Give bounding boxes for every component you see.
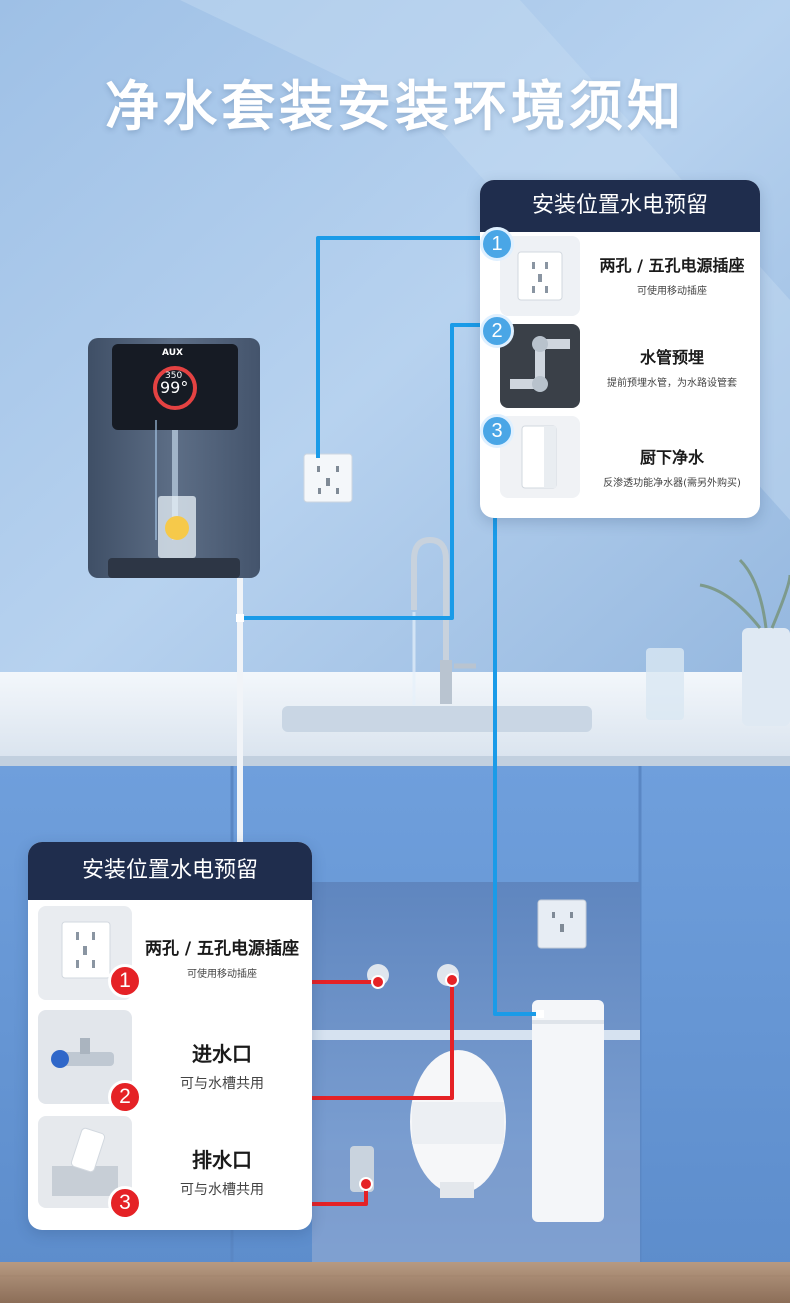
top-item-1-title: 两孔 / 五孔电源插座 <box>599 256 745 275</box>
top-item-1-subtitle: 可使用移动插座 <box>637 286 707 297</box>
top-badge-2: 2 <box>480 314 514 348</box>
water-dispenser <box>88 338 260 842</box>
top-item-2-title: 水管预埋 <box>639 348 704 367</box>
bottom-badge-2: 2 <box>108 1080 142 1114</box>
dispenser-temp-small: 350 <box>165 371 183 381</box>
page-title: 净水套装安装环境须知 <box>105 75 685 138</box>
bottom-item-2-text: 进水口 可与水槽共用 <box>132 1038 312 1093</box>
power-socket-icon <box>500 236 580 316</box>
bottom-item-3-title: 排水口 <box>192 1148 252 1172</box>
ro-purifier <box>532 1000 604 1222</box>
top-item-2-subtitle: 提前预埋水管，为水路设管套 <box>607 378 737 389</box>
bottom-item-1-subtitle: 可使用移动插座 <box>187 969 257 980</box>
top-info-panel: 安装位置水电预留 两孔 / 五孔电源插座 可使用移动插座 水管预埋 提前预埋水管… <box>480 180 760 518</box>
blue-line-1 <box>316 236 495 458</box>
top-badge-3: 3 <box>480 414 514 448</box>
bottom-item-3-subtitle: 可与水槽共用 <box>180 1182 264 1198</box>
blue-line-3 <box>493 430 540 1016</box>
bottom-item-2-subtitle: 可与水槽共用 <box>180 1076 264 1092</box>
top-item-3-title: 厨下净水 <box>639 448 704 467</box>
water-pipe-icon <box>500 324 580 408</box>
wall-socket <box>303 453 353 503</box>
bottom-panel-header: 安装位置水电预留 <box>28 842 312 900</box>
dispenser-brand-label: AUX <box>162 348 183 358</box>
pressure-tank <box>410 1050 506 1198</box>
bottom-item-3-text: 排水口 可与水槽共用 <box>132 1144 312 1199</box>
blue-line-2 <box>240 323 495 620</box>
top-item-1-text: 两孔 / 五孔电源插座 可使用移动插座 <box>584 252 760 297</box>
top-item-2-text: 水管预埋 提前预埋水管，为水路设管套 <box>584 344 760 389</box>
bottom-info-panel: 安装位置水电预留 两孔 / 五孔电源插座 可使用移动插座 进水口 可与水槽共用 … <box>28 842 312 1230</box>
dispenser-temp-big: 99° <box>160 378 189 397</box>
top-badge-1: 1 <box>480 227 514 261</box>
bottom-badge-1: 1 <box>108 964 142 998</box>
top-panel-header: 安装位置水电预留 <box>480 180 760 232</box>
bottom-item-2-title: 进水口 <box>192 1042 252 1066</box>
bottom-item-1-text: 两孔 / 五孔电源插座 可使用移动插座 <box>132 934 312 980</box>
top-item-3-text: 厨下净水 反渗透功能净水器(需另外购买) <box>584 444 760 489</box>
bottom-item-1-title: 两孔 / 五孔电源插座 <box>144 939 300 959</box>
under-sink-socket <box>537 899 587 949</box>
top-item-3-subtitle: 反渗透功能净水器(需另外购买) <box>603 478 741 489</box>
bottom-badge-3: 3 <box>108 1186 142 1220</box>
blue-connector-lines <box>240 236 540 1016</box>
